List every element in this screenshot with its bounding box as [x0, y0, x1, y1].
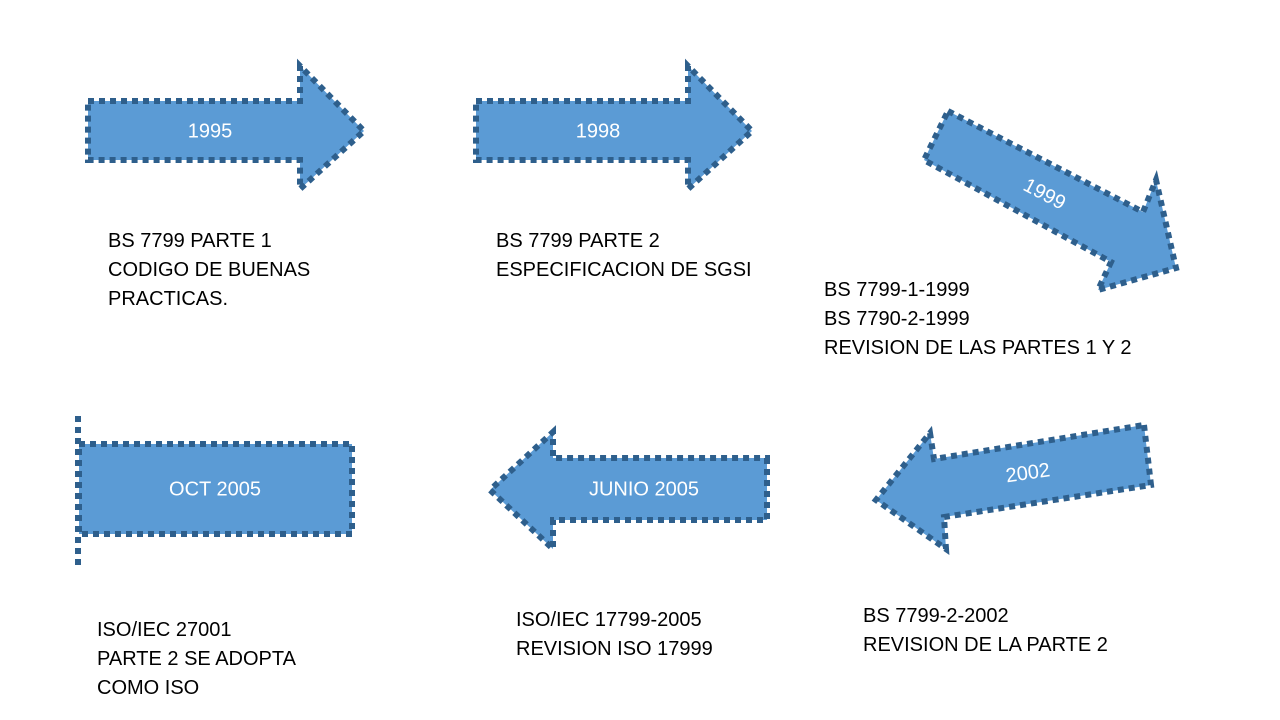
- diagonal-arrow-shape: [920, 106, 1180, 295]
- caption-line: REVISION DE LAS PARTES 1 Y 2: [824, 337, 1132, 359]
- caption-line: CODIGO DE BUENAS: [108, 259, 311, 281]
- caption-oct-2005: ISO/IEC 27001 PARTE 2 SE ADOPTA COMO ISO: [97, 616, 296, 703]
- caption-line: REVISION DE LA PARTE 2: [863, 634, 1108, 656]
- caption-line: BS 7799-1-1999: [824, 279, 970, 301]
- caption-line: PRACTICAS.: [108, 288, 229, 310]
- caption-1995: BS 7799 PARTE 1 CODIGO DE BUENAS PRACTIC…: [108, 227, 310, 314]
- left-arrow-shape: [871, 421, 1155, 556]
- caption-line: REVISION ISO 17999: [516, 638, 713, 660]
- rectangle-shape: [76, 441, 355, 537]
- caption-line: ISO/IEC 27001: [97, 619, 232, 641]
- right-arrow-shape: [473, 58, 757, 196]
- caption-line: BS 7799 PARTE 1: [108, 230, 272, 252]
- arrow-1995: 1995: [85, 58, 369, 196]
- caption-2002: BS 7799-2-2002 REVISION DE LA PARTE 2: [863, 602, 1108, 660]
- arrow-label-1995: 1995: [188, 120, 233, 142]
- arrow-label-1998: 1998: [576, 120, 621, 142]
- caption-line: ISO/IEC 17799-2005: [516, 609, 702, 631]
- caption-1999: BS 7799-1-1999 BS 7790-2-1999 REVISION D…: [824, 276, 1132, 363]
- caption-1998: BS 7799 PARTE 2 ESPECIFICACION DE SGSI: [496, 227, 752, 285]
- arrow-label-junio-2005: JUNIO 2005: [589, 478, 699, 500]
- caption-line: BS 7799 PARTE 2: [496, 230, 660, 252]
- caption-line: BS 7799-2-2002: [863, 605, 1009, 627]
- right-arrow-shape: [85, 58, 369, 196]
- arrow-1998: 1998: [473, 58, 757, 196]
- arrow-junio-2005: JUNIO 2005: [485, 425, 770, 556]
- caption-line: PARTE 2 SE ADOPTA: [97, 648, 296, 670]
- caption-junio-2005: ISO/IEC 17799-2005 REVISION ISO 17999: [516, 606, 713, 664]
- box-oct-2005: OCT 2005: [75, 416, 355, 568]
- caption-line: BS 7790-2-1999: [824, 308, 970, 330]
- box-label-oct-2005: OCT 2005: [169, 478, 261, 500]
- arrow-1999: 1999: [920, 106, 1180, 295]
- arrow-2002: 2002: [871, 421, 1155, 556]
- left-arrow-shape: [485, 425, 770, 556]
- caption-line: ESPECIFICACION DE SGSI: [496, 259, 752, 281]
- caption-line: COMO ISO: [97, 677, 200, 699]
